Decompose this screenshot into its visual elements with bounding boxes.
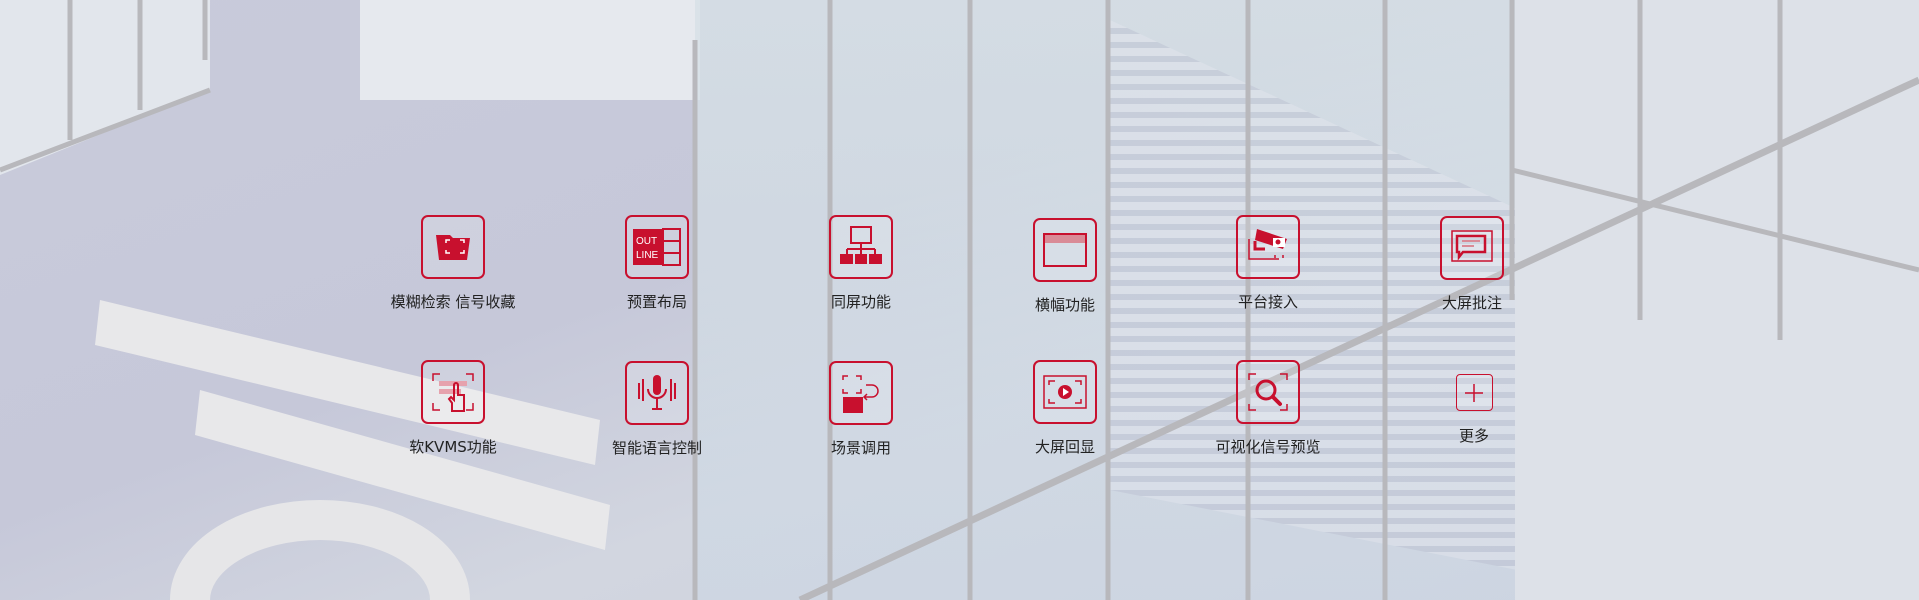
scene-recall-icon (829, 361, 893, 425)
feature-screen-annotation[interactable]: 大屏批注 (1382, 216, 1562, 313)
feature-voice-control[interactable]: 智能语言控制 (567, 361, 747, 458)
feature-label: 更多 (1458, 427, 1489, 445)
feature-label: 同屏功能 (830, 293, 891, 311)
meeting-room (1515, 0, 1919, 600)
wall-panel (0, 0, 210, 175)
feature-preset-layout[interactable]: OUT LINE 预置布局 (567, 215, 747, 312)
feature-label: 预置布局 (626, 293, 687, 311)
outline-layout-icon: OUT LINE (625, 215, 689, 279)
svg-text:OUT: OUT (636, 236, 657, 247)
banner-window-icon (1033, 218, 1097, 282)
plus-icon (1455, 374, 1493, 411)
feature-label: 大屏批注 (1441, 294, 1502, 312)
microphone-icon (625, 361, 689, 425)
network-tree-icon (829, 215, 893, 279)
desk-row (195, 390, 610, 550)
desk-curve (170, 500, 470, 600)
feature-fuzzy-search[interactable]: 模糊检索 信号收藏 (363, 215, 543, 312)
feature-label: 智能语言控制 (611, 439, 702, 457)
touch-hand-icon (421, 360, 485, 424)
feature-label: 场景调用 (830, 439, 891, 457)
feature-banner[interactable]: 横幅功能 (975, 218, 1155, 315)
feature-soft-kvms[interactable]: 软KVMS功能 (363, 360, 543, 457)
svg-text:LINE: LINE (636, 250, 659, 261)
feature-label: 软KVMS功能 (409, 438, 497, 456)
feature-label: 平台接入 (1237, 293, 1298, 311)
feature-label: 大屏回显 (1034, 438, 1095, 456)
feature-label: 模糊检索 信号收藏 (390, 293, 516, 311)
folder-frame-icon (421, 215, 485, 279)
feature-same-screen[interactable]: 同屏功能 (771, 215, 951, 312)
search-frame-icon (1236, 360, 1300, 424)
feature-more[interactable]: 更多 (1384, 361, 1564, 446)
play-screen-icon (1033, 360, 1097, 424)
feature-screen-echo[interactable]: 大屏回显 (975, 360, 1155, 457)
feature-scene-recall[interactable]: 场景调用 (771, 361, 951, 458)
comment-icon (1440, 216, 1504, 280)
feature-label: 横幅功能 (1034, 296, 1095, 314)
feature-visual-preview[interactable]: 可视化信号预览 (1178, 360, 1358, 457)
feature-label: 可视化信号预览 (1215, 438, 1321, 456)
feature-platform-access[interactable]: 平台接入 (1178, 215, 1358, 312)
camera-icon (1236, 215, 1300, 279)
building-block (360, 0, 700, 100)
